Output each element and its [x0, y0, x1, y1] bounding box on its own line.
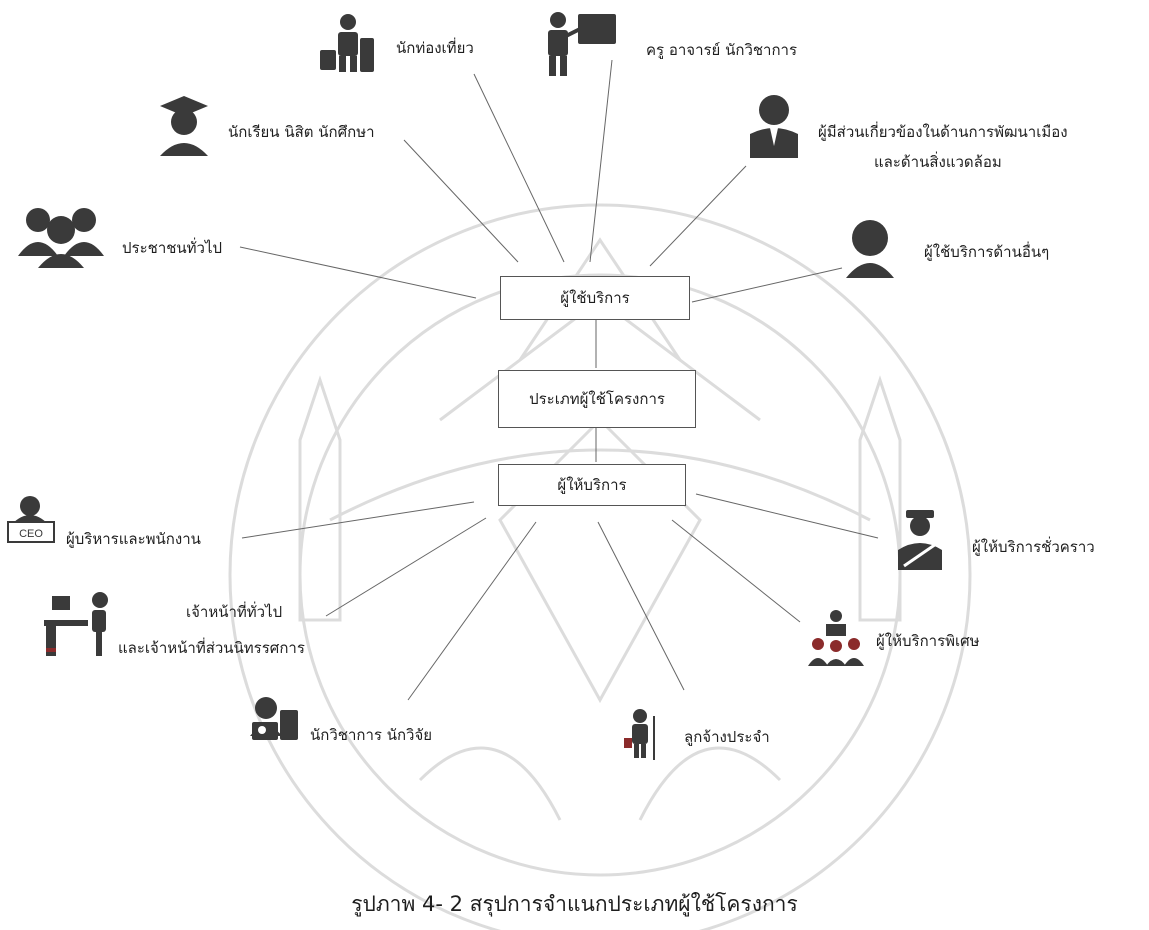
user-type-box: ประเภทผู้ใช้โครงการ	[498, 370, 696, 428]
label-stakeholders-line2: และด้านสิ่งแวดล้อม	[874, 153, 1002, 171]
label-stakeholders-line1: ผู้มีส่วนเกี่ยวข้องในด้านการพัฒนาเมือง	[818, 123, 1068, 141]
providers-box: ผู้ให้บริการ	[498, 464, 686, 506]
tourist-luggage-icon	[320, 14, 374, 72]
users-box: ผู้ใช้บริการ	[500, 276, 690, 320]
label-permanent-staff: ลูกจ้างประจำ	[684, 728, 770, 746]
label-officers-line1: เจ้าหน้าที่ทั่วไป	[186, 603, 283, 621]
university-seal-watermark	[228, 203, 972, 930]
office-worker-desk-icon	[44, 592, 108, 656]
researcher-icon	[250, 697, 298, 740]
connector-lines	[239, 59, 879, 701]
uniformed-staff-icon	[898, 510, 942, 570]
label-academics: นักวิชาการ นักวิจัย	[310, 726, 433, 744]
label-executives: ผู้บริหารและพนักงาน	[66, 530, 201, 548]
label-students: นักเรียน นิสิต นักศึกษา	[228, 123, 375, 141]
teacher-board-icon	[548, 12, 616, 76]
graduate-student-icon	[160, 96, 208, 156]
presenter-audience-icon	[808, 610, 864, 666]
group-people-icon	[18, 208, 104, 268]
janitor-icon	[624, 709, 655, 760]
figure-caption: รูปภาพ 4- 2 สรุปการจำแนกประเภทผู้ใช้โครง…	[351, 892, 798, 916]
label-other-users: ผู้ใช้บริการด้านอื่นๆ	[924, 243, 1050, 261]
users-box-label: ผู้ใช้บริการ	[560, 289, 630, 307]
label-tourists: นักท่องเที่ยว	[396, 39, 474, 57]
label-officers-line2: และเจ้าหน้าที่ส่วนนิทรรศการ	[118, 639, 305, 657]
label-special-providers: ผู้ให้บริการพิเศษ	[876, 632, 980, 650]
user-type-box-label: ประเภทผู้ใช้โครงการ	[529, 390, 665, 408]
ceo-executive-icon	[7, 496, 55, 543]
user-icon	[846, 220, 894, 278]
businessman-icon	[750, 95, 798, 158]
ceo-tag-text: CEO	[19, 528, 43, 540]
label-general-public: ประชาชนทั่วไป	[122, 239, 223, 257]
label-teachers: ครู อาจารย์ นักวิชาการ	[646, 41, 798, 59]
providers-box-label: ผู้ให้บริการ	[557, 476, 627, 494]
label-temporary-providers: ผู้ให้บริการชั่วคราว	[972, 538, 1095, 556]
